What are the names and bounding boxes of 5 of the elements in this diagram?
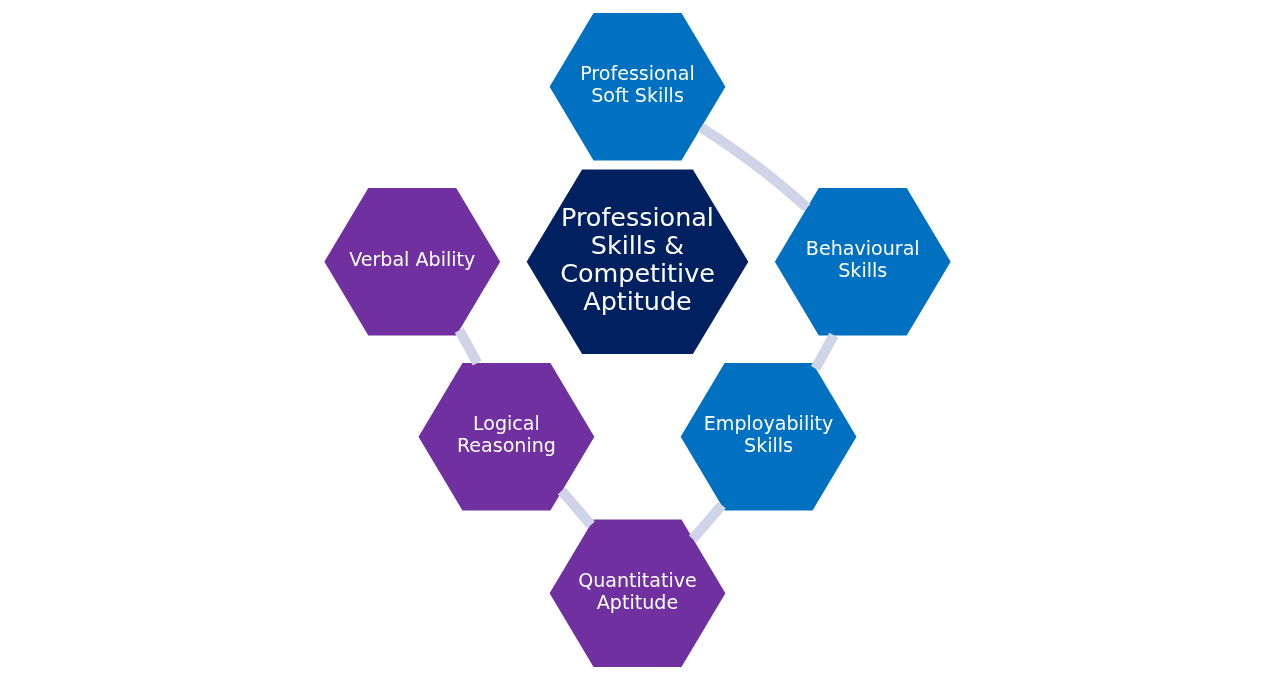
connector (688, 501, 726, 543)
connector (810, 332, 838, 372)
connector (557, 487, 595, 529)
connector (697, 122, 811, 212)
connector (454, 327, 482, 366)
